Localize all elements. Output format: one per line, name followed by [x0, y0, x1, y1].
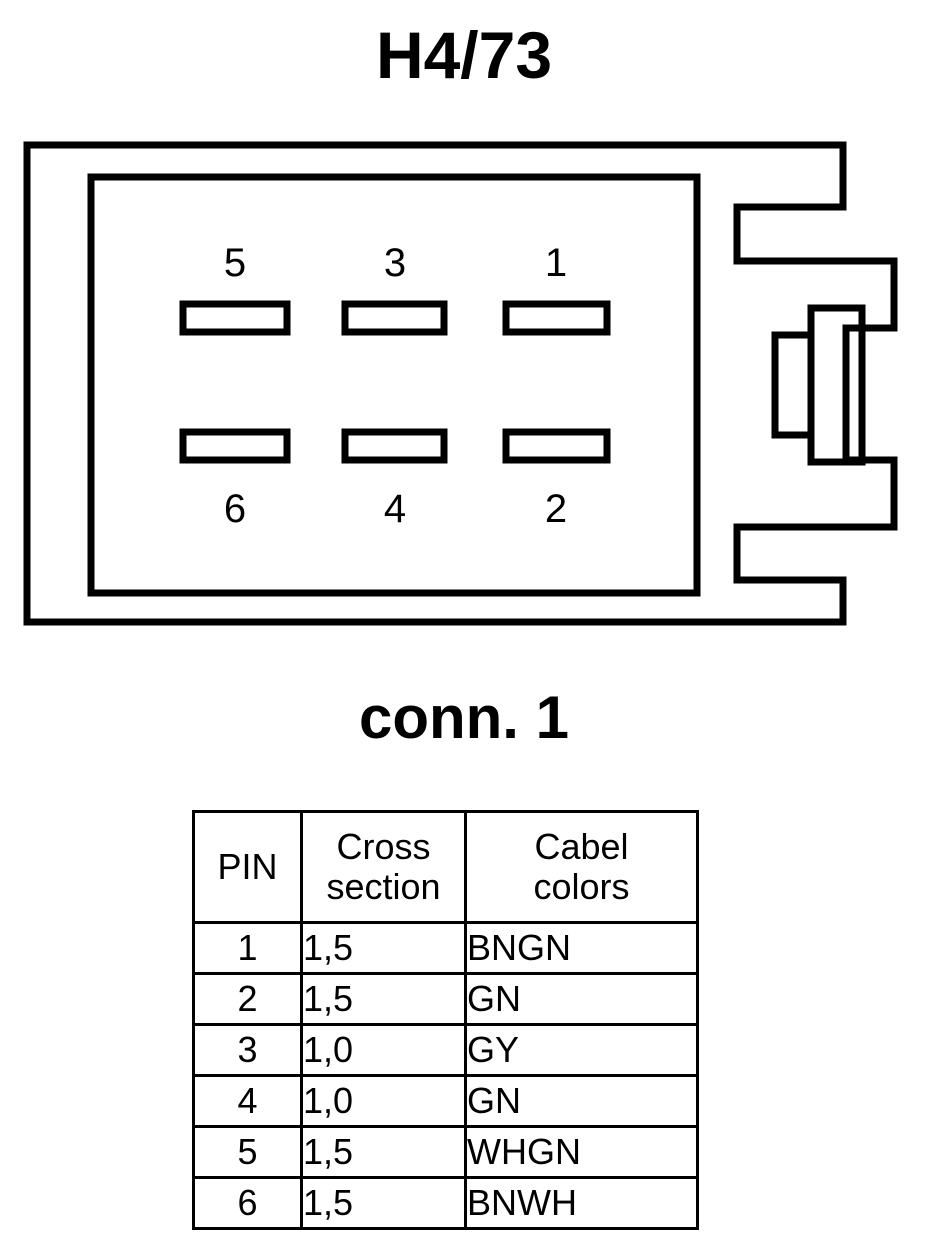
- cell-cable-color: GN: [464, 972, 699, 1026]
- connector-inner-frame: [87, 173, 701, 597]
- pin-label-bottom-2: 4: [384, 487, 406, 531]
- column-header-pin: PIN: [192, 810, 303, 924]
- connector-caption: conn. 1: [358, 684, 570, 751]
- table-row: 3 1,0 GY: [192, 1023, 699, 1077]
- cell-pin: 5: [192, 1125, 303, 1179]
- cell-pin: 4: [192, 1074, 303, 1128]
- cell-pin: 2: [192, 972, 303, 1026]
- pin-slot-2: [502, 428, 611, 464]
- table-row: 5 1,5 WHGN: [192, 1125, 699, 1179]
- column-header-cross-section: Cross section: [300, 810, 467, 924]
- cell-cross-section: 1,5: [300, 1125, 467, 1179]
- cell-cross-section: 1,5: [300, 921, 467, 975]
- connector-svg: 5 3 1 6 4 2: [23, 141, 898, 626]
- column-header-cable-colors: Cabel colors: [464, 810, 699, 924]
- table-row: 4 1,0 GN: [192, 1074, 699, 1128]
- cell-cross-section: 1,5: [300, 1176, 467, 1230]
- cell-pin: 1: [192, 921, 303, 975]
- column-header-color-line1: Cabel: [534, 825, 629, 867]
- cell-pin: 6: [192, 1176, 303, 1230]
- page-title: H4/73: [375, 18, 553, 92]
- column-header-color-line2: colors: [533, 866, 630, 907]
- connector-latch-tab-inner: [771, 331, 815, 439]
- cell-cable-color: GN: [464, 1074, 699, 1128]
- pin-label-top-3: 1: [545, 241, 567, 285]
- table-row: 6 1,5 BNWH: [192, 1176, 699, 1230]
- connector-illustration: 5 3 1 6 4 2: [0, 130, 928, 640]
- table-row: 2 1,5 GN: [192, 972, 699, 1026]
- cell-cable-color: WHGN: [464, 1125, 699, 1179]
- table-body: 1 1,5 BNGN 2 1,5 GN 3 1,0 GY 4 1,0 GN 5: [192, 921, 699, 1230]
- pin-label-bottom-3: 2: [545, 487, 567, 531]
- pin-slot-3: [341, 300, 448, 336]
- pin-label-bottom-1: 6: [224, 487, 246, 531]
- cell-cable-color: BNGN: [464, 921, 699, 975]
- cell-cable-color: GY: [464, 1023, 699, 1077]
- column-header-cross-line1: Cross: [336, 825, 431, 867]
- cell-cross-section: 1,0: [300, 1074, 467, 1128]
- table-header-row: PIN Cross section Cabel colors: [192, 810, 699, 924]
- pinout-table: PIN Cross section Cabel colors 1 1,5 BNG…: [192, 810, 699, 1230]
- table-row: 1 1,5 BNGN: [192, 921, 699, 975]
- pin-label-top-1: 5: [224, 241, 246, 285]
- connector-outer-housing: [23, 141, 898, 626]
- cell-pin: 3: [192, 1023, 303, 1077]
- pin-slot-5: [179, 300, 291, 336]
- pin-label-top-2: 3: [384, 241, 406, 285]
- table-header: PIN Cross section Cabel colors: [192, 810, 699, 924]
- column-header-pin-label: PIN: [217, 845, 278, 887]
- pin-slot-1: [502, 300, 611, 336]
- cell-cross-section: 1,0: [300, 1023, 467, 1077]
- column-header-cross-line2: section: [326, 866, 441, 907]
- cell-cross-section: 1,5: [300, 972, 467, 1026]
- cell-cable-color: BNWH: [464, 1176, 699, 1230]
- pin-slot-4: [341, 428, 448, 464]
- pin-slot-6: [179, 428, 291, 464]
